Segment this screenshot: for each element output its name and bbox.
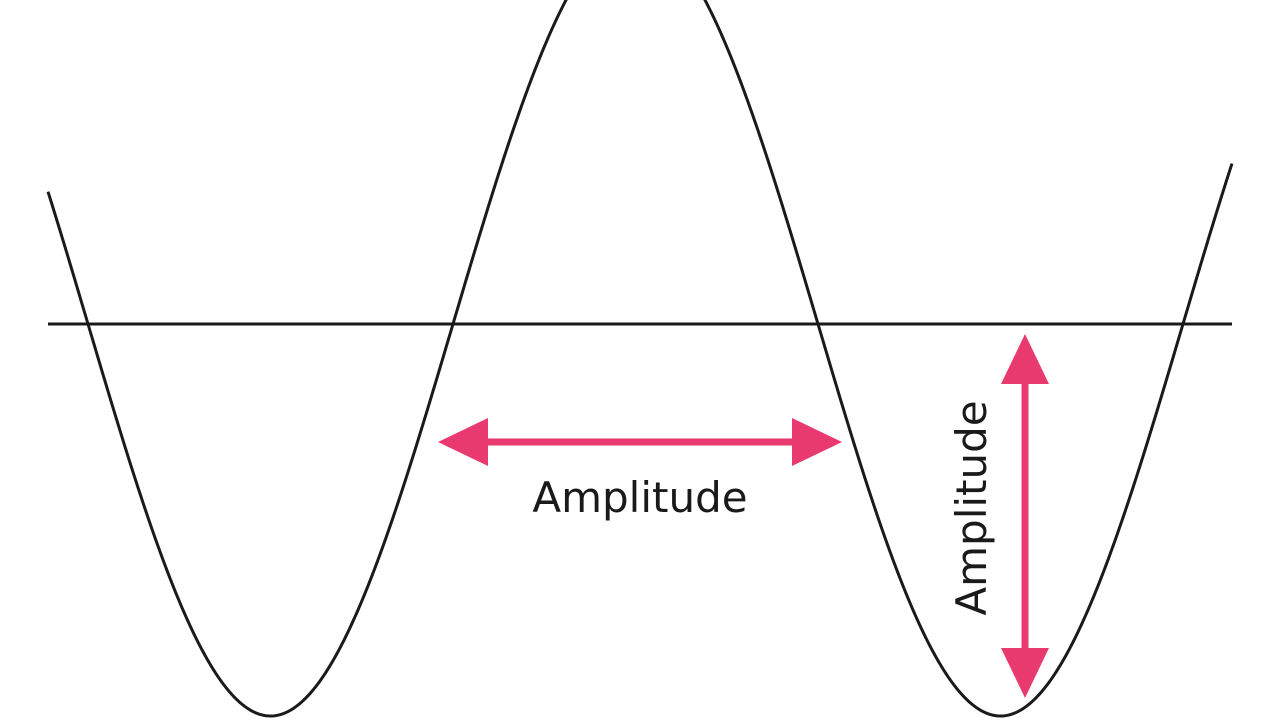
horizontal-arrow-right-head bbox=[792, 418, 842, 466]
vertical-arrow-bottom-head bbox=[1001, 648, 1049, 698]
vertical-amplitude-label: Amplitude bbox=[947, 400, 996, 615]
vertical-arrow-top-head bbox=[1001, 334, 1049, 384]
horizontal-double-arrow bbox=[438, 418, 842, 466]
horizontal-arrow-left-head bbox=[438, 418, 488, 466]
sine-wave bbox=[46, 0, 1234, 718]
horizontal-amplitude-label: Amplitude bbox=[532, 473, 747, 522]
vertical-double-arrow bbox=[1001, 334, 1049, 698]
